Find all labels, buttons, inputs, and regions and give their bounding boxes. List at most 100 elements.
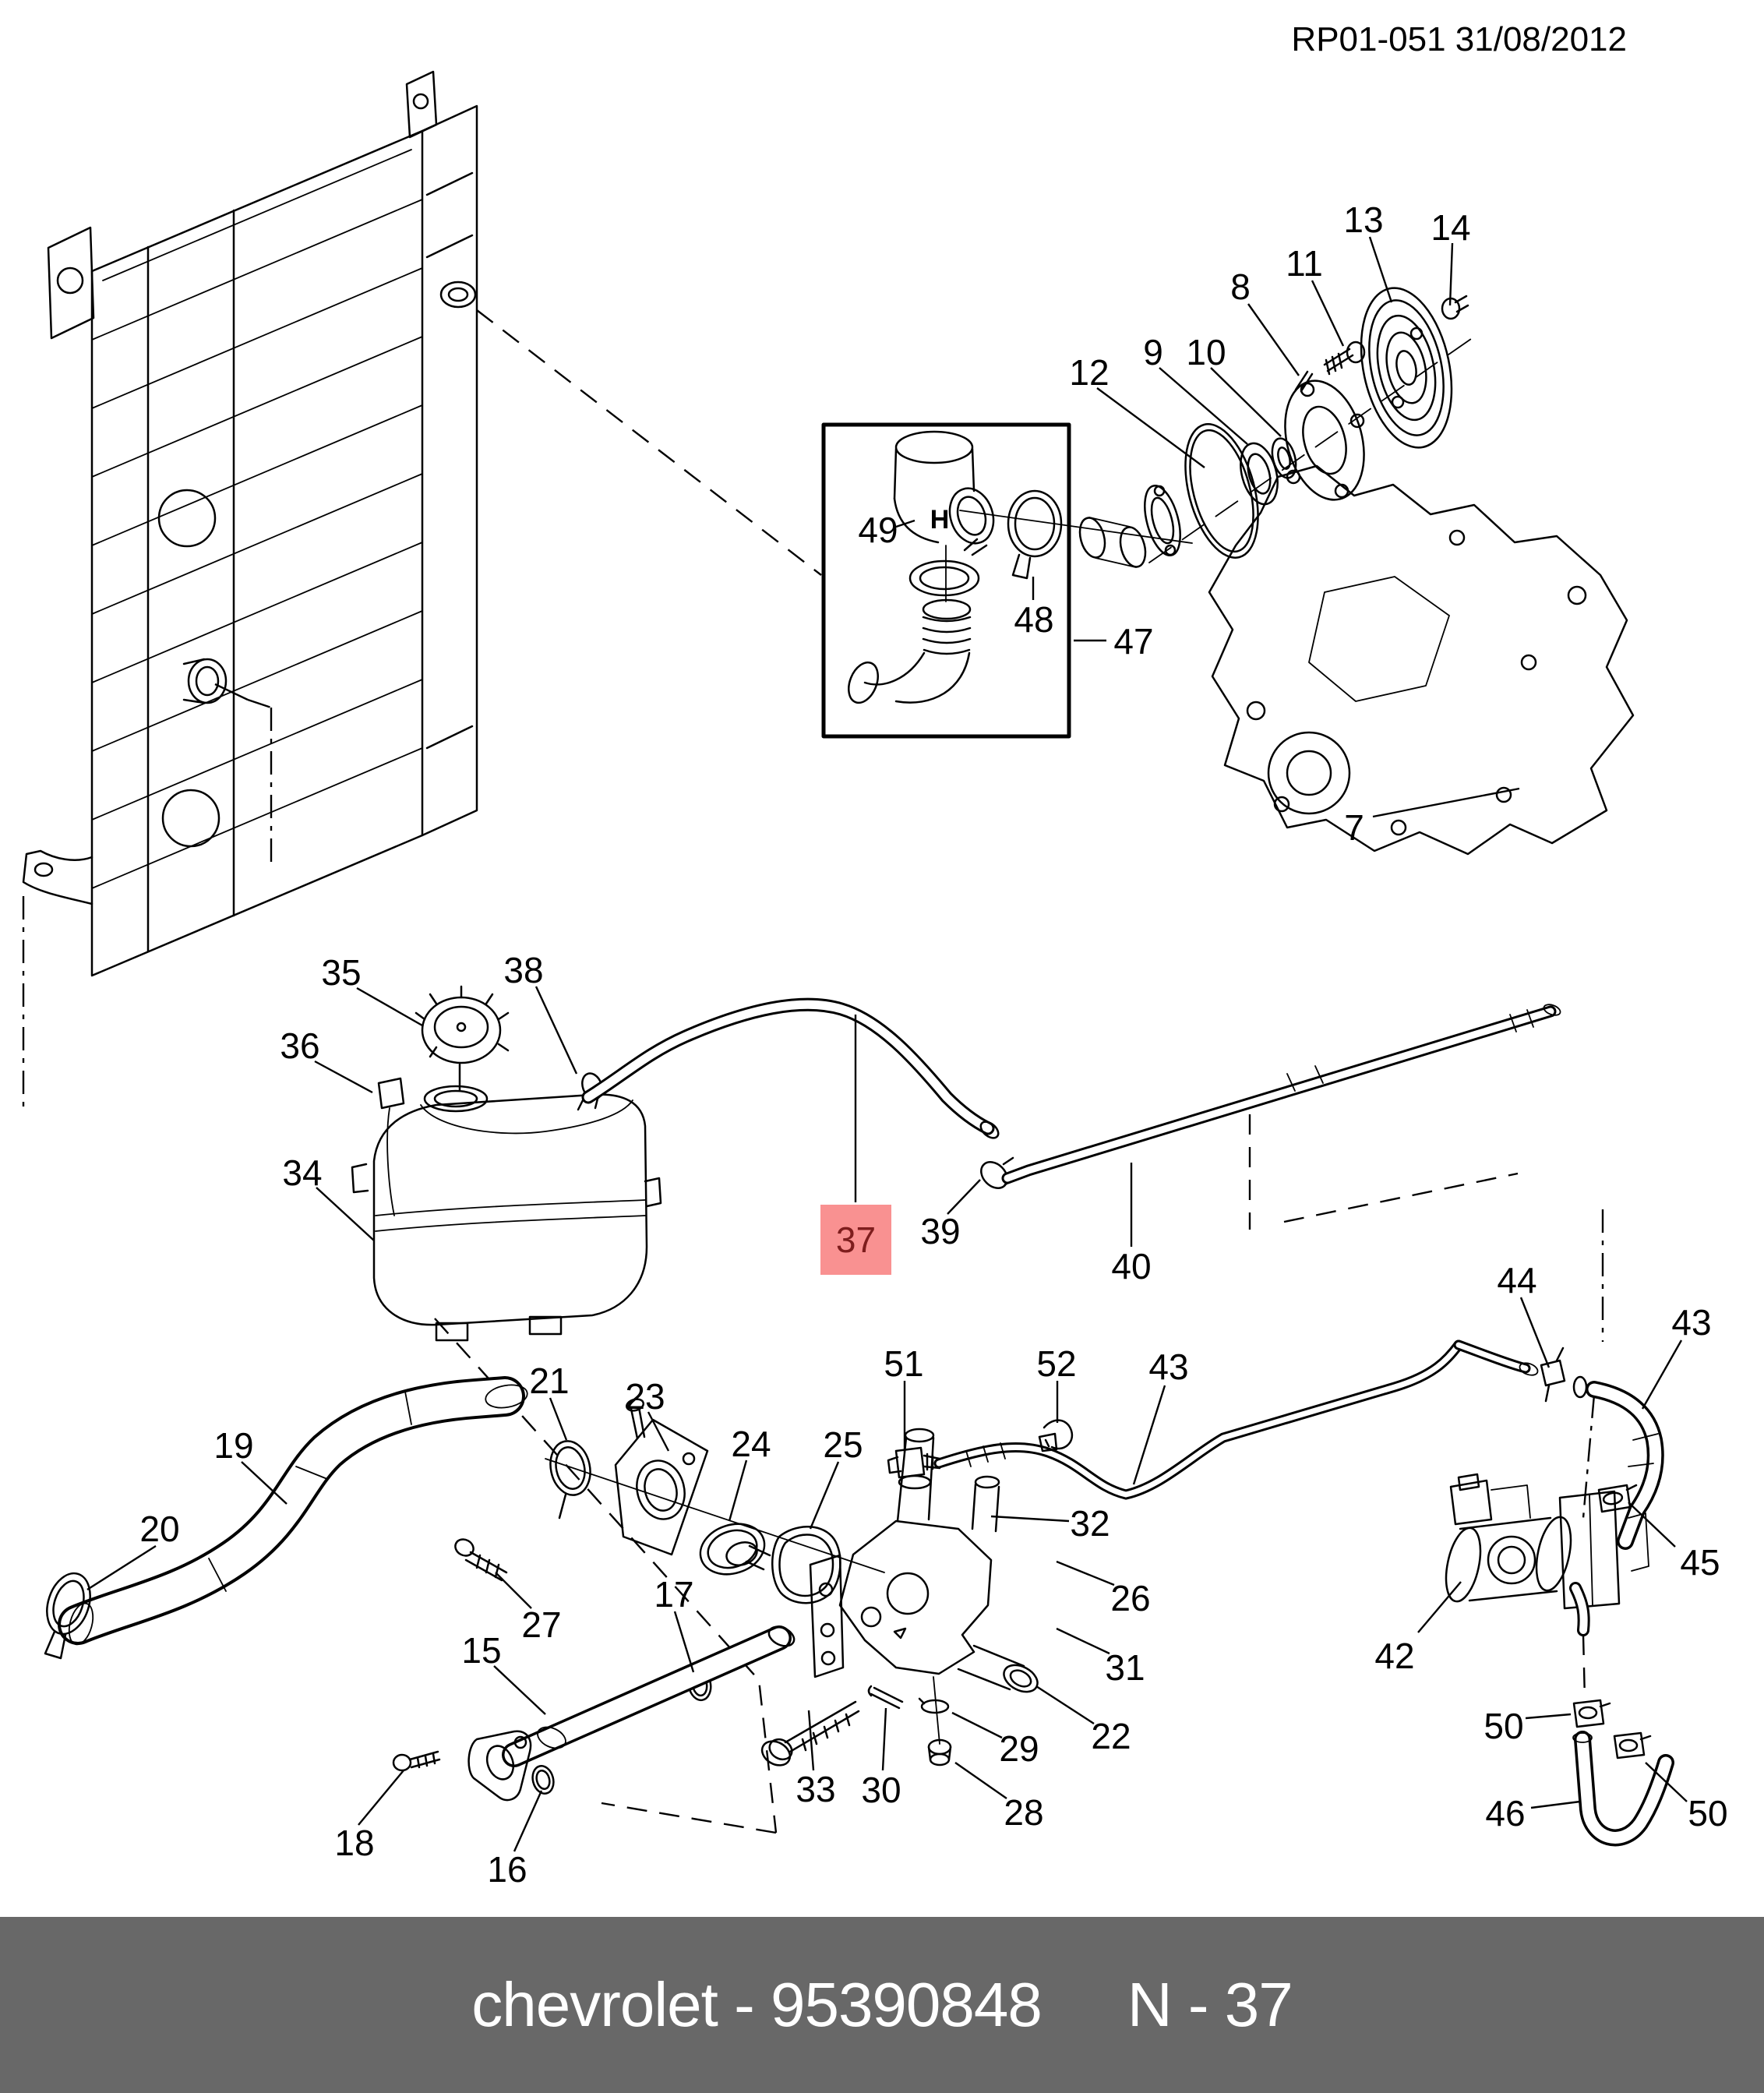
- callout-46: 46: [1485, 1793, 1525, 1834]
- radiator-drawing: [22, 70, 478, 977]
- callout-20: 20: [139, 1509, 179, 1549]
- callout-34: 34: [282, 1152, 322, 1193]
- callout-23: 23: [625, 1376, 665, 1417]
- callout-18: 18: [334, 1823, 374, 1863]
- drain-plug-28: [927, 1738, 952, 1767]
- callout-45: 45: [1680, 1542, 1720, 1583]
- clip-44: [1540, 1347, 1566, 1403]
- seal-9: [1240, 442, 1279, 506]
- coolant-pipe-15-drawing: [467, 1625, 796, 1802]
- reference-lines: [22, 309, 1604, 1834]
- heater-pipe-43-drawing: [933, 1339, 1664, 1550]
- callout-27: 27: [521, 1604, 561, 1645]
- hose-marking-h: H: [930, 505, 950, 535]
- sensor-51: [887, 1446, 941, 1479]
- water-inlet-housing-23: [545, 1398, 885, 1573]
- hose-clamp-50-upper: [1572, 1699, 1611, 1728]
- callout-35: 35: [321, 952, 361, 993]
- callout-32: 32: [1070, 1503, 1110, 1544]
- hose-clamp-45: [1597, 1484, 1638, 1513]
- thermostat-24: [699, 1523, 771, 1576]
- callout-28: 28: [1004, 1792, 1043, 1833]
- callout-52: 52: [1036, 1343, 1076, 1384]
- callout-49: 49: [858, 510, 898, 550]
- corrugated-elbow-pipe: [848, 598, 972, 704]
- thermostat-housing-stub: [1078, 485, 1181, 568]
- hose-46-drawing: [1572, 1731, 1674, 1847]
- callout-16: 16: [487, 1849, 527, 1890]
- callout-24: 24: [731, 1424, 771, 1464]
- callout-11: 11: [1286, 243, 1323, 284]
- seal-ring-21: [549, 1440, 591, 1519]
- callout-43: 43: [1148, 1347, 1188, 1387]
- callout-44: 44: [1497, 1260, 1536, 1301]
- washer-10: [1271, 437, 1297, 479]
- water-pump-body: [1284, 379, 1365, 501]
- bolt-27: [454, 1538, 508, 1582]
- pipe-40-drawing: [1001, 1004, 1561, 1184]
- callout-48: 48: [1014, 599, 1053, 640]
- bolt-18: [392, 1750, 441, 1772]
- callout-36: 36: [280, 1025, 319, 1066]
- callout-17: 17: [654, 1574, 693, 1615]
- callout-7: 7: [1344, 807, 1364, 848]
- callout-33: 33: [796, 1769, 835, 1809]
- leader-lines: [86, 236, 1688, 1852]
- callout-43: 43: [1671, 1302, 1711, 1343]
- callout-21: 21: [529, 1361, 569, 1401]
- aux-water-pump-42: [1445, 1473, 1649, 1636]
- bolt-14: [1441, 295, 1469, 320]
- callout-8: 8: [1230, 266, 1251, 307]
- callout-12: 12: [1069, 352, 1109, 393]
- upper-hose-elbow-49: [893, 430, 1193, 545]
- callout-31: 31: [1105, 1647, 1145, 1688]
- inset-box-47: [821, 422, 1193, 739]
- callout-19: 19: [213, 1425, 253, 1466]
- engine-front-cover-7: [1208, 464, 1635, 856]
- callout-39: 39: [920, 1211, 960, 1251]
- radiator-hose-19-drawing: [58, 1376, 528, 1646]
- hose-clamp-20: [44, 1572, 91, 1660]
- callout-15: 15: [461, 1630, 501, 1671]
- callout-42: 42: [1374, 1636, 1414, 1676]
- callout-9: 9: [1143, 332, 1163, 372]
- callout-29: 29: [999, 1728, 1039, 1769]
- gasket-12: [1184, 423, 1259, 559]
- bolt-11: [1323, 341, 1366, 376]
- reservoir-cap-35: [415, 985, 510, 1064]
- clip-52: [1038, 1419, 1074, 1452]
- o-ring-16: [531, 1765, 555, 1795]
- washer-29: [918, 1697, 950, 1714]
- callout-13: 13: [1343, 199, 1383, 240]
- footer-part-number: chevrolet - 95390848: [471, 1970, 1043, 2039]
- document-reference: RP01-051 31/08/2012: [1291, 20, 1627, 58]
- coolant-reservoir-drawing: [351, 985, 662, 1342]
- water-pump-group: [1148, 287, 1480, 563]
- callout-10: 10: [1186, 332, 1226, 372]
- hose-clamp-48: [1007, 489, 1063, 580]
- callout-22: 22: [1091, 1716, 1131, 1756]
- callout-47: 47: [1113, 621, 1153, 662]
- callout-40: 40: [1111, 1246, 1151, 1287]
- level-sensor-36: [377, 1077, 405, 1216]
- callout-38: 38: [503, 950, 543, 990]
- callout-26: 26: [1110, 1578, 1150, 1618]
- callout-14: 14: [1431, 207, 1470, 248]
- pulley-13: [1360, 287, 1453, 449]
- pin-30: [867, 1685, 904, 1710]
- highlight-box-37: [820, 1205, 891, 1275]
- footer-bar: chevrolet - 95390848 N - 37: [0, 1917, 1764, 2093]
- callout-25: 25: [823, 1424, 863, 1465]
- footer-page-ref: N - 37: [1127, 1970, 1293, 2039]
- callout-50: 50: [1484, 1706, 1523, 1746]
- spring-clamp-49: [908, 538, 988, 602]
- bolt-33: [760, 1700, 860, 1767]
- highlighted-callout-37: 37: [836, 1219, 876, 1260]
- hose-37-drawing: [581, 997, 1000, 1139]
- water-outlet-housing-22-33: [809, 1428, 1039, 1745]
- callout-51: 51: [884, 1343, 923, 1384]
- callout-50: 50: [1688, 1793, 1727, 1834]
- callout-30: 30: [861, 1770, 901, 1810]
